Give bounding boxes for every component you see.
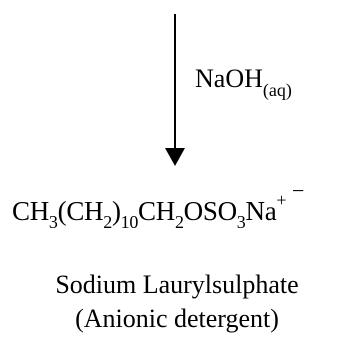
formula-part-8: OSO [183,196,237,226]
reagent-label: NaOH(aq) [195,64,292,100]
formula-part-1: 3 [48,212,58,232]
formula-part-3: 2 [103,212,112,232]
formula-part-11: + [276,190,287,210]
formula-part-2: (CH [57,196,104,226]
formula-part-10: Na [245,196,277,226]
arrow-head [165,148,185,166]
reagent-state: (aq) [262,80,292,100]
product-formula-text: CH3(CH2)10CH2OSO3Na+ [12,190,287,232]
product-classification: (Anionic detergent) [75,304,279,333]
product-formula: CH3(CH2)10CH2OSO3Na+ − [12,178,304,232]
formula-part-0: CH [12,196,49,226]
formula-part-6: CH [138,196,175,226]
formula-part-7: 2 [174,212,184,232]
formula-part-4: ) [111,196,121,226]
reagent-formula: NaOH [195,64,263,93]
sulphate-negative-charge: − [292,178,305,203]
arrow-shaft [174,14,176,150]
formula-part-9: 3 [236,212,246,232]
product-name: Sodium Laurylsulphate [55,270,299,299]
formula-part-5: 10 [120,212,139,232]
